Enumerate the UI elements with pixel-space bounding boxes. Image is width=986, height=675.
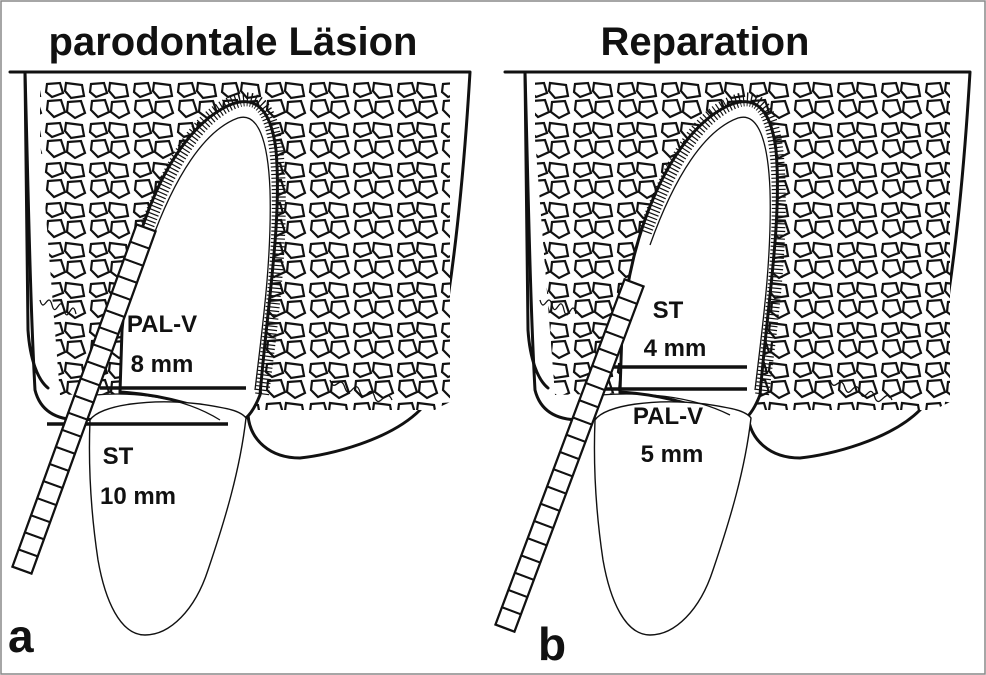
panel-b-lower-label-1: PAL-V [633, 403, 703, 430]
panel-a-letter: a [8, 610, 34, 662]
panel-b-lower-label-2: 5 mm [641, 441, 704, 468]
panel-a-lower-label-1: ST [103, 443, 134, 470]
panel-a-upper-label-2: 8 mm [131, 351, 194, 378]
panel-a-lower-label-2: 10 mm [100, 483, 176, 510]
panel-a-upper-label-1: PAL-V [127, 311, 197, 338]
panel-b-upper-label-1: ST [653, 297, 684, 324]
panel-b-title: Reparation [601, 20, 810, 64]
panel-a-title: parodontale Läsion [49, 20, 418, 64]
panel-b-upper-label-2: 4 mm [644, 335, 707, 362]
panel-b-letter: b [538, 618, 566, 670]
